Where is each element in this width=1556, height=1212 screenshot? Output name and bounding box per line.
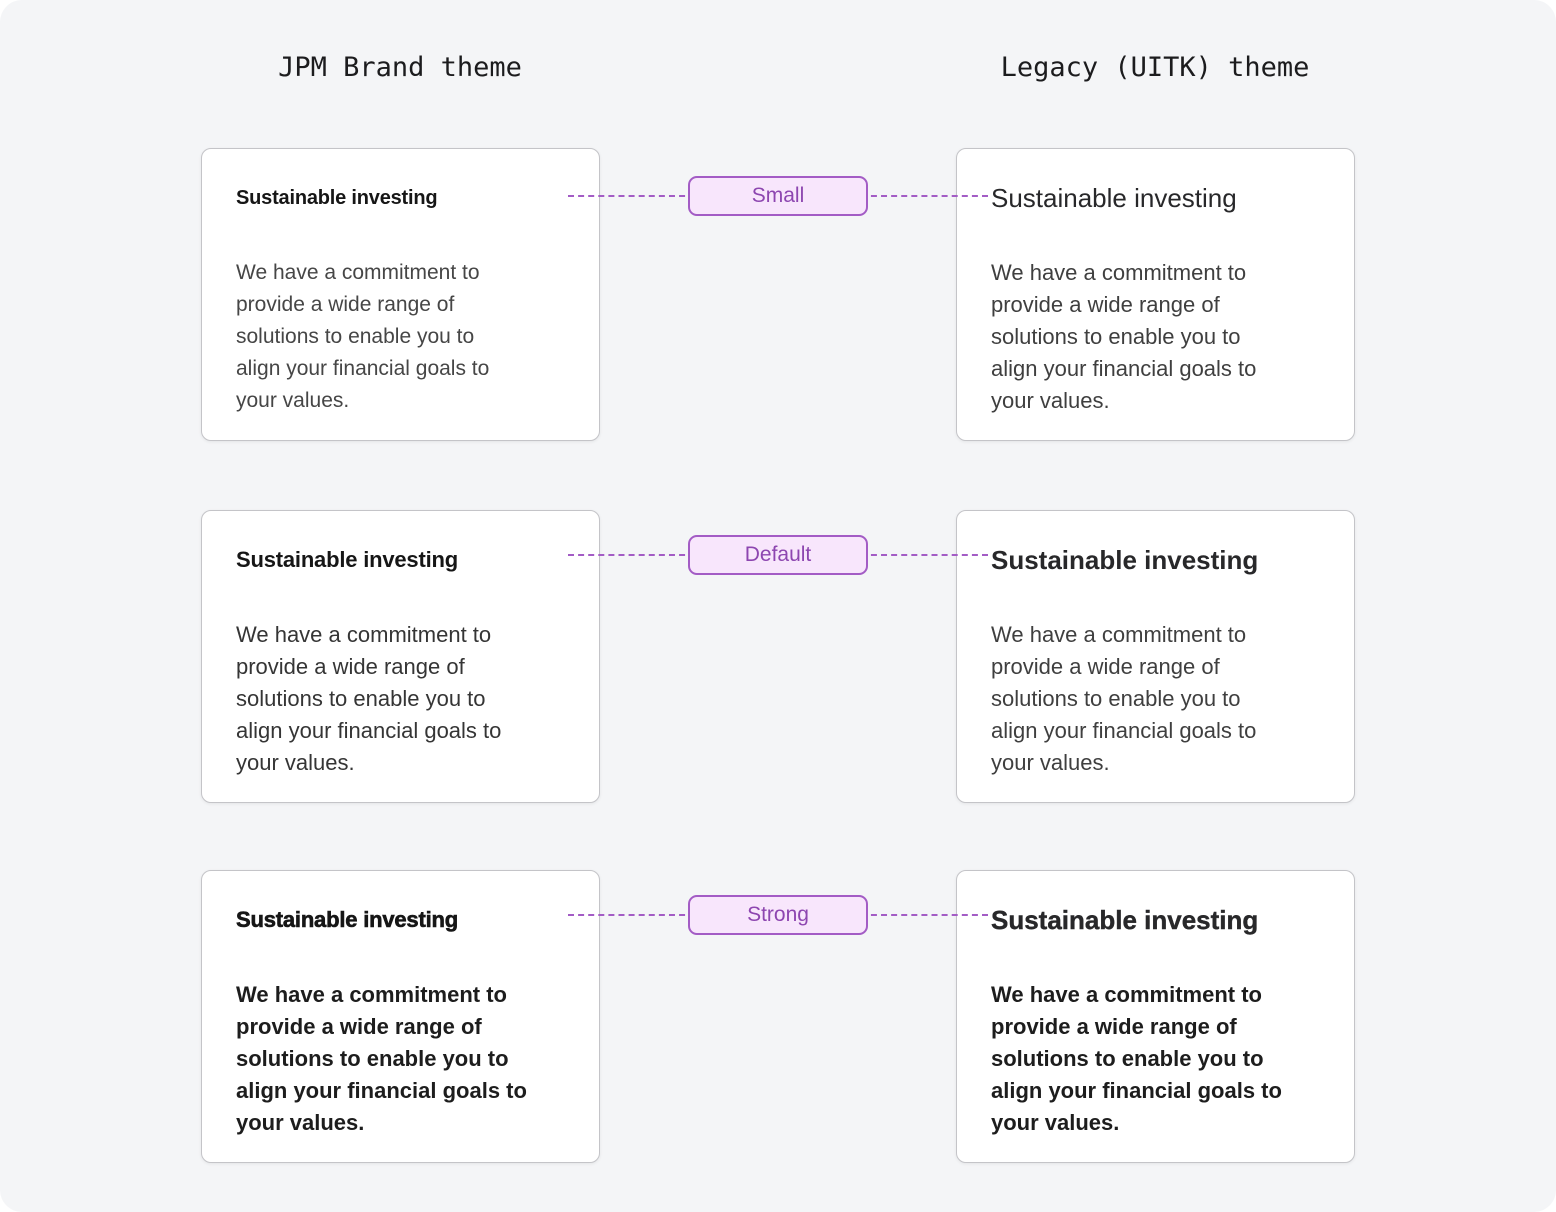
card-body: We have a commitment to provide a wide r…	[991, 982, 1282, 1135]
card-body: We have a commitment to provide a wide r…	[236, 622, 502, 775]
card-jpm-small: Sustainable investing We have a commitme…	[201, 148, 600, 441]
card-body: We have a commitment to provide a wide r…	[991, 260, 1257, 413]
card-body: We have a commitment to provide a wide r…	[991, 622, 1257, 775]
card-title: Sustainable investing	[236, 907, 459, 933]
variant-badge-small: Small	[688, 176, 868, 216]
column-header-jpm-brand: JPM Brand theme	[278, 52, 522, 83]
card-legacy-default: Sustainable investing We have a commitme…	[956, 510, 1355, 803]
card-title: Sustainable investing	[991, 905, 1259, 935]
card-body: We have a commitment to provide a wide r…	[236, 261, 490, 412]
card-jpm-strong: Sustainable investing We have a commitme…	[201, 870, 600, 1163]
variant-badge-default: Default	[688, 535, 868, 575]
card-legacy-small: Sustainable investing We have a commitme…	[956, 148, 1355, 441]
variant-badge-strong: Strong	[688, 895, 868, 935]
column-header-legacy-uitk: Legacy (UITK) theme	[1000, 52, 1310, 83]
card-jpm-default: Sustainable investing We have a commitme…	[201, 510, 600, 803]
card-legacy-strong: Sustainable investing We have a commitme…	[956, 870, 1355, 1163]
card-title: Sustainable investing	[991, 545, 1259, 575]
card-body: We have a commitment to provide a wide r…	[236, 982, 527, 1135]
card-title: Sustainable investing	[236, 547, 458, 572]
card-title: Sustainable investing	[236, 187, 438, 209]
card-title: Sustainable investing	[991, 183, 1237, 213]
